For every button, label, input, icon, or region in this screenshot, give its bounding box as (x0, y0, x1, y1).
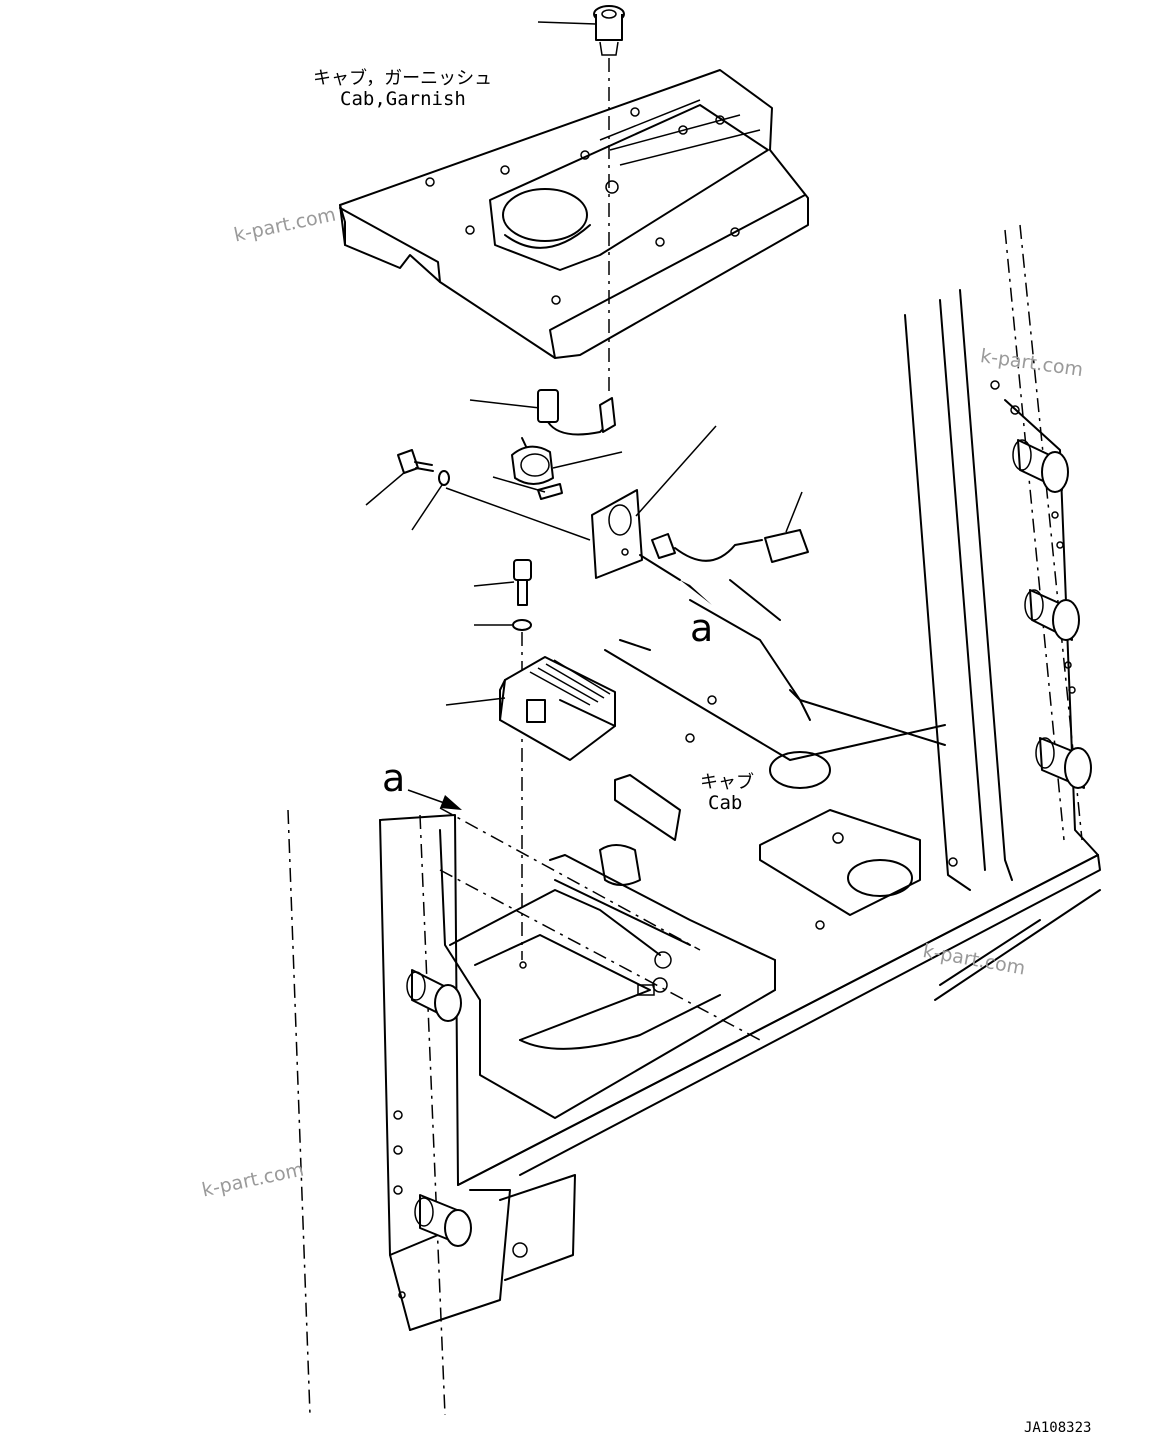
screw-and-washer (473, 559, 532, 960)
label-garnish-en: Cab,Garnish (340, 88, 466, 110)
cab-frame (287, 224, 1101, 1416)
view-arrow-a-right: a (690, 606, 714, 650)
view-arrow-a-left: a (382, 756, 406, 800)
bolt-and-washer (365, 449, 591, 541)
controller-box (445, 656, 616, 761)
label-cab-en: Cab (708, 792, 743, 814)
label-garnish-jp: キャブ，ガーニッシュ (313, 68, 493, 89)
socket-part-top (537, 5, 625, 395)
label-cab-jp: キャブ (700, 772, 754, 793)
cab-garnish-panel (339, 69, 809, 359)
drawing-number: JA108323 (1024, 1420, 1092, 1436)
harness-assembly (469, 389, 809, 605)
